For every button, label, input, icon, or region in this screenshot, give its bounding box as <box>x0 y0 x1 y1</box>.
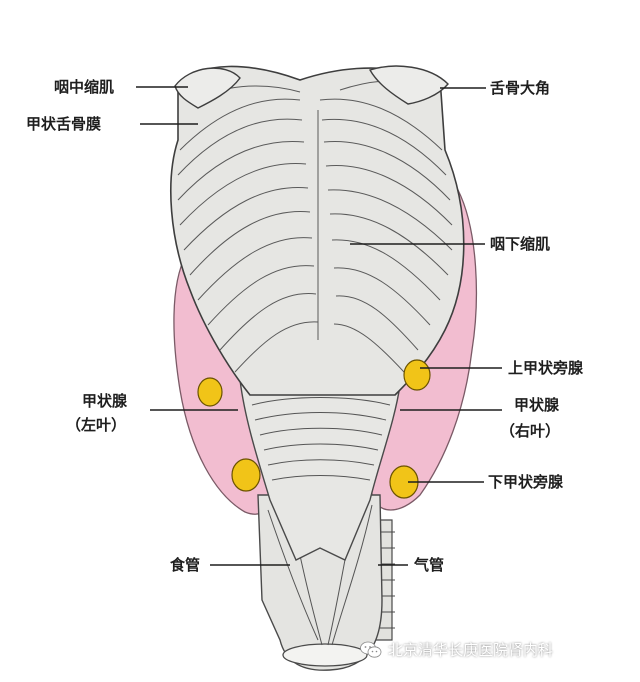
parathyroid-lower-left <box>231 458 261 492</box>
label-greater-horn-hyoid: 舌骨大角 <box>490 79 551 97</box>
label-left-lobe: （左叶） <box>66 416 127 434</box>
label-right-lobe: （右叶） <box>500 422 561 440</box>
parathyroid-upper-left <box>197 377 223 407</box>
label-middle-constrictor: 咽中缩肌 <box>54 78 115 96</box>
hyoid-horn-right <box>368 65 449 105</box>
leader-lines <box>136 86 502 566</box>
label-inferior-constrictor: 咽下缩肌 <box>490 235 551 253</box>
label-thyroid-left: 甲状腺 <box>82 392 128 410</box>
label-trachea: 气管 <box>414 556 445 574</box>
label-thyroid-right: 甲状腺 <box>514 396 560 414</box>
wechat-icon <box>360 641 382 658</box>
watermark-text: 北京清华长庚医院肾内科 <box>388 641 554 659</box>
parathyroid-upper-right <box>403 359 431 391</box>
hyoid-horn-left <box>174 67 241 109</box>
pharynx-striations <box>177 80 453 373</box>
label-superior-parathyroid: 上甲状旁腺 <box>508 359 584 377</box>
label-esophagus: 食管 <box>170 556 201 574</box>
pharynx <box>170 65 465 396</box>
label-inferior-parathyroid: 下甲状旁腺 <box>488 473 564 491</box>
label-thyrohyoid-membrane: 甲状舌骨膜 <box>26 115 102 133</box>
